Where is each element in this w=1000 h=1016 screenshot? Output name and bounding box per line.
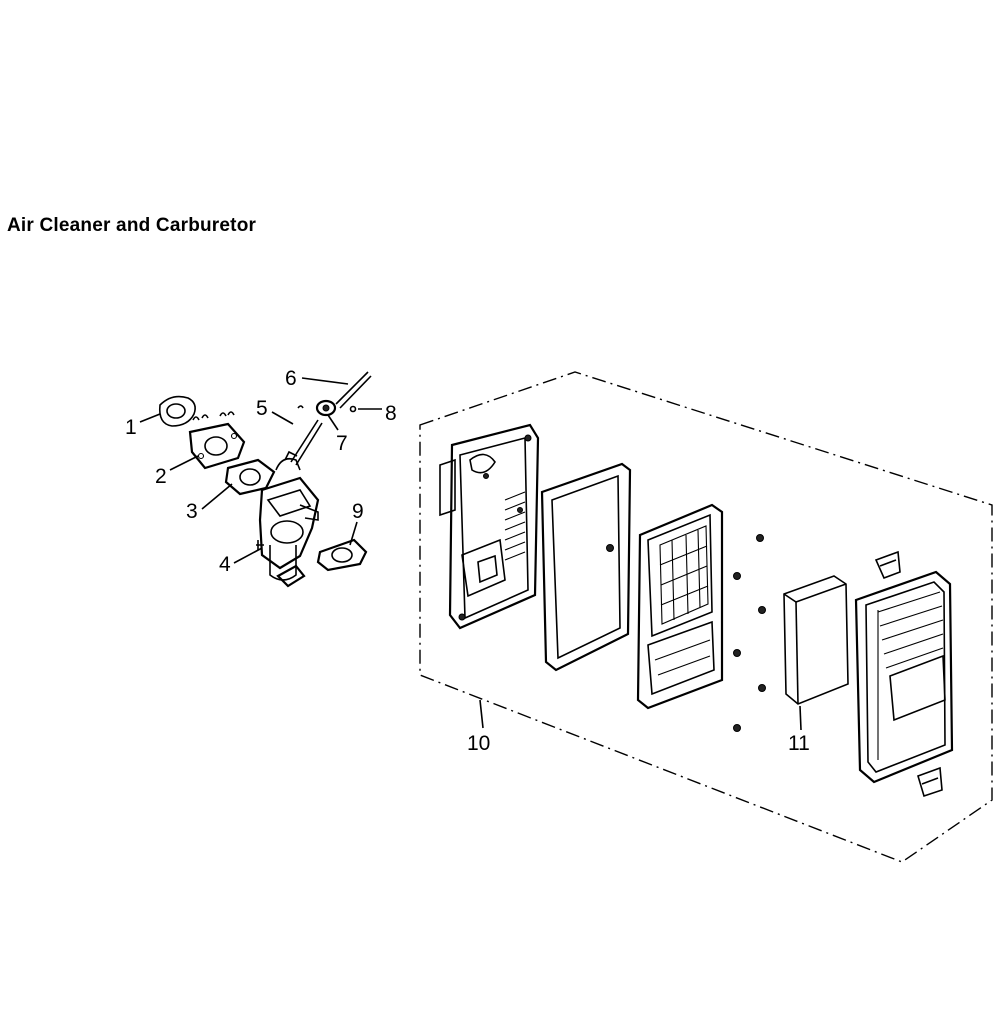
part-4-carburetor [256, 450, 320, 588]
air-cleaner-frame-gasket [540, 462, 632, 672]
callout-2: 2 [155, 465, 167, 488]
assembly-boundary-box [419, 371, 993, 863]
part-6-hose [335, 371, 372, 409]
part-2-insulator [188, 411, 246, 470]
air-cleaner-cover [854, 550, 954, 798]
part-9-gasket [316, 538, 368, 572]
air-cleaner-element-holder [636, 503, 724, 710]
callout-1: 1 [125, 416, 137, 439]
callout-5: 5 [256, 397, 268, 420]
part-1-gasket [158, 395, 196, 427]
diagram-title: Air Cleaner and Carburetor [7, 215, 257, 236]
callout-6: 6 [285, 367, 297, 390]
part-11-filter-element [783, 575, 849, 705]
callout-10: 10 [467, 732, 490, 755]
callout-11: 11 [788, 732, 810, 755]
callout-7: 7 [336, 432, 348, 455]
callout-3: 3 [186, 500, 198, 523]
callout-4: 4 [219, 553, 231, 576]
part-7-fuel-filter [315, 399, 337, 417]
callout-8: 8 [385, 402, 397, 425]
leader-lines [139, 377, 802, 731]
mounting-nuts [733, 534, 766, 732]
air-cleaner-base [439, 423, 540, 630]
part-5-fuel-hose [290, 405, 323, 466]
part-8-clip [349, 405, 357, 413]
callout-9: 9 [352, 500, 364, 523]
